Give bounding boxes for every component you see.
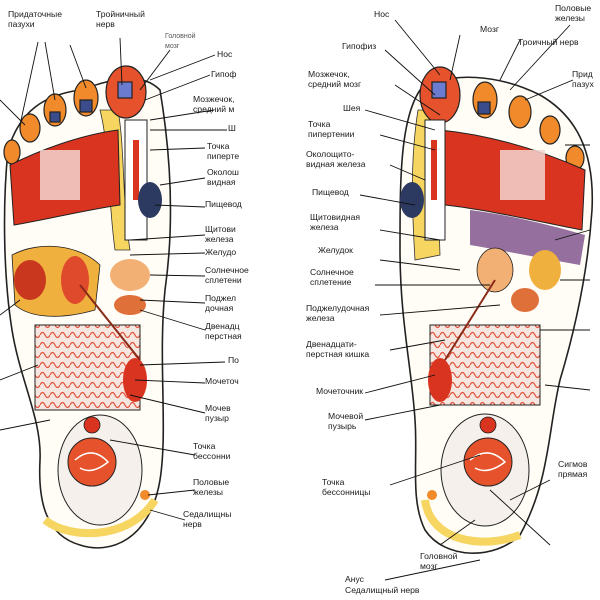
left-label-sinuses: Придаточные пазухи: [8, 9, 62, 29]
left-label-genitals: Половые железы: [193, 477, 230, 497]
left-label-plexus-point: Точка пиперте: [207, 141, 240, 161]
right-label-head-brain: Головной мозг: [420, 551, 458, 571]
left-label-nose: Нос: [217, 49, 233, 59]
right-label-sciatic: Седалищный нерв: [345, 585, 420, 595]
left-toes: [3, 65, 147, 165]
right-label-cerebellum: Мозжечок, средний мозг: [308, 69, 362, 89]
left-pointer-lines: [0, 37, 227, 521]
right-label-trigeminal: Троичный нерв: [518, 37, 579, 47]
left-label-thyroid: Щитови железа: [205, 224, 236, 244]
right-label-pancreas: Поджелудочная железа: [306, 303, 370, 323]
left-label-sciatic: Седалищны нерв: [183, 509, 232, 529]
right-toes: [419, 66, 585, 171]
right-label-anus: Анус: [345, 574, 364, 584]
right-label-brain: Мозг: [480, 24, 500, 34]
left-label-trigeminal: Тройничный нерв: [96, 9, 145, 29]
right-foot: [399, 66, 594, 554]
right-label-genitals-top: Половые железы: [555, 3, 592, 23]
left-label-ureter: Мочеточ: [205, 376, 239, 386]
left-label-parathyroid: Околош видная: [207, 167, 239, 187]
right-label-plexus-point: Точка пиперте­нии: [308, 119, 355, 139]
right-label-neck: Шея: [343, 103, 361, 113]
right-label-ureter: Мочеточник: [316, 386, 364, 396]
left-label-kidney: По: [228, 355, 239, 365]
left-label-insomnia: Точка бессонни: [193, 441, 231, 461]
right-label-nose: Нос: [374, 9, 390, 19]
left-label-stomach: Желудо: [205, 247, 237, 257]
left-label-esophagus: Пищевод: [205, 199, 242, 209]
left-label-cerebellum: Мозжечок, средний м: [193, 94, 235, 114]
right-label-parathyroid: Околощито- видная железа: [306, 149, 366, 169]
right-label-pituitary: Гипофиз: [342, 41, 377, 51]
right-pointer-lines: [359, 19, 591, 581]
right-label-duodenum: Двенадцати- перстная кишка: [306, 339, 370, 359]
right-label-solar-plexus: Солнечное сплетение: [310, 267, 354, 287]
left-label-solar-plexus: Солнечное сплетени: [205, 265, 249, 285]
right-label-thyroid: Щитовидная железа: [310, 212, 361, 232]
right-label-sinuses: Прид пазух: [572, 69, 594, 89]
left-label-neck: Ш: [228, 123, 236, 133]
left-label-pancreas: Поджел дочная: [205, 293, 237, 313]
right-label-insomnia: Точка бессонницы: [322, 477, 371, 497]
right-label-stomach: Желудок: [318, 245, 353, 255]
left-foot: [3, 65, 172, 549]
left-intestines: [34, 324, 141, 411]
left-label-duodenum: Двенадц перстная: [205, 321, 242, 341]
right-label-esophagus: Пищевод: [312, 187, 349, 197]
left-label-brain: Головной мозг: [165, 33, 196, 50]
right-label-bladder: Мочевой пузырь: [328, 411, 364, 431]
left-label-bladder: Мочев пузыр: [205, 403, 231, 423]
left-label-pituitary: Гипоф: [211, 69, 237, 79]
right-label-sigmoid: Сигмов прямая: [558, 459, 588, 479]
